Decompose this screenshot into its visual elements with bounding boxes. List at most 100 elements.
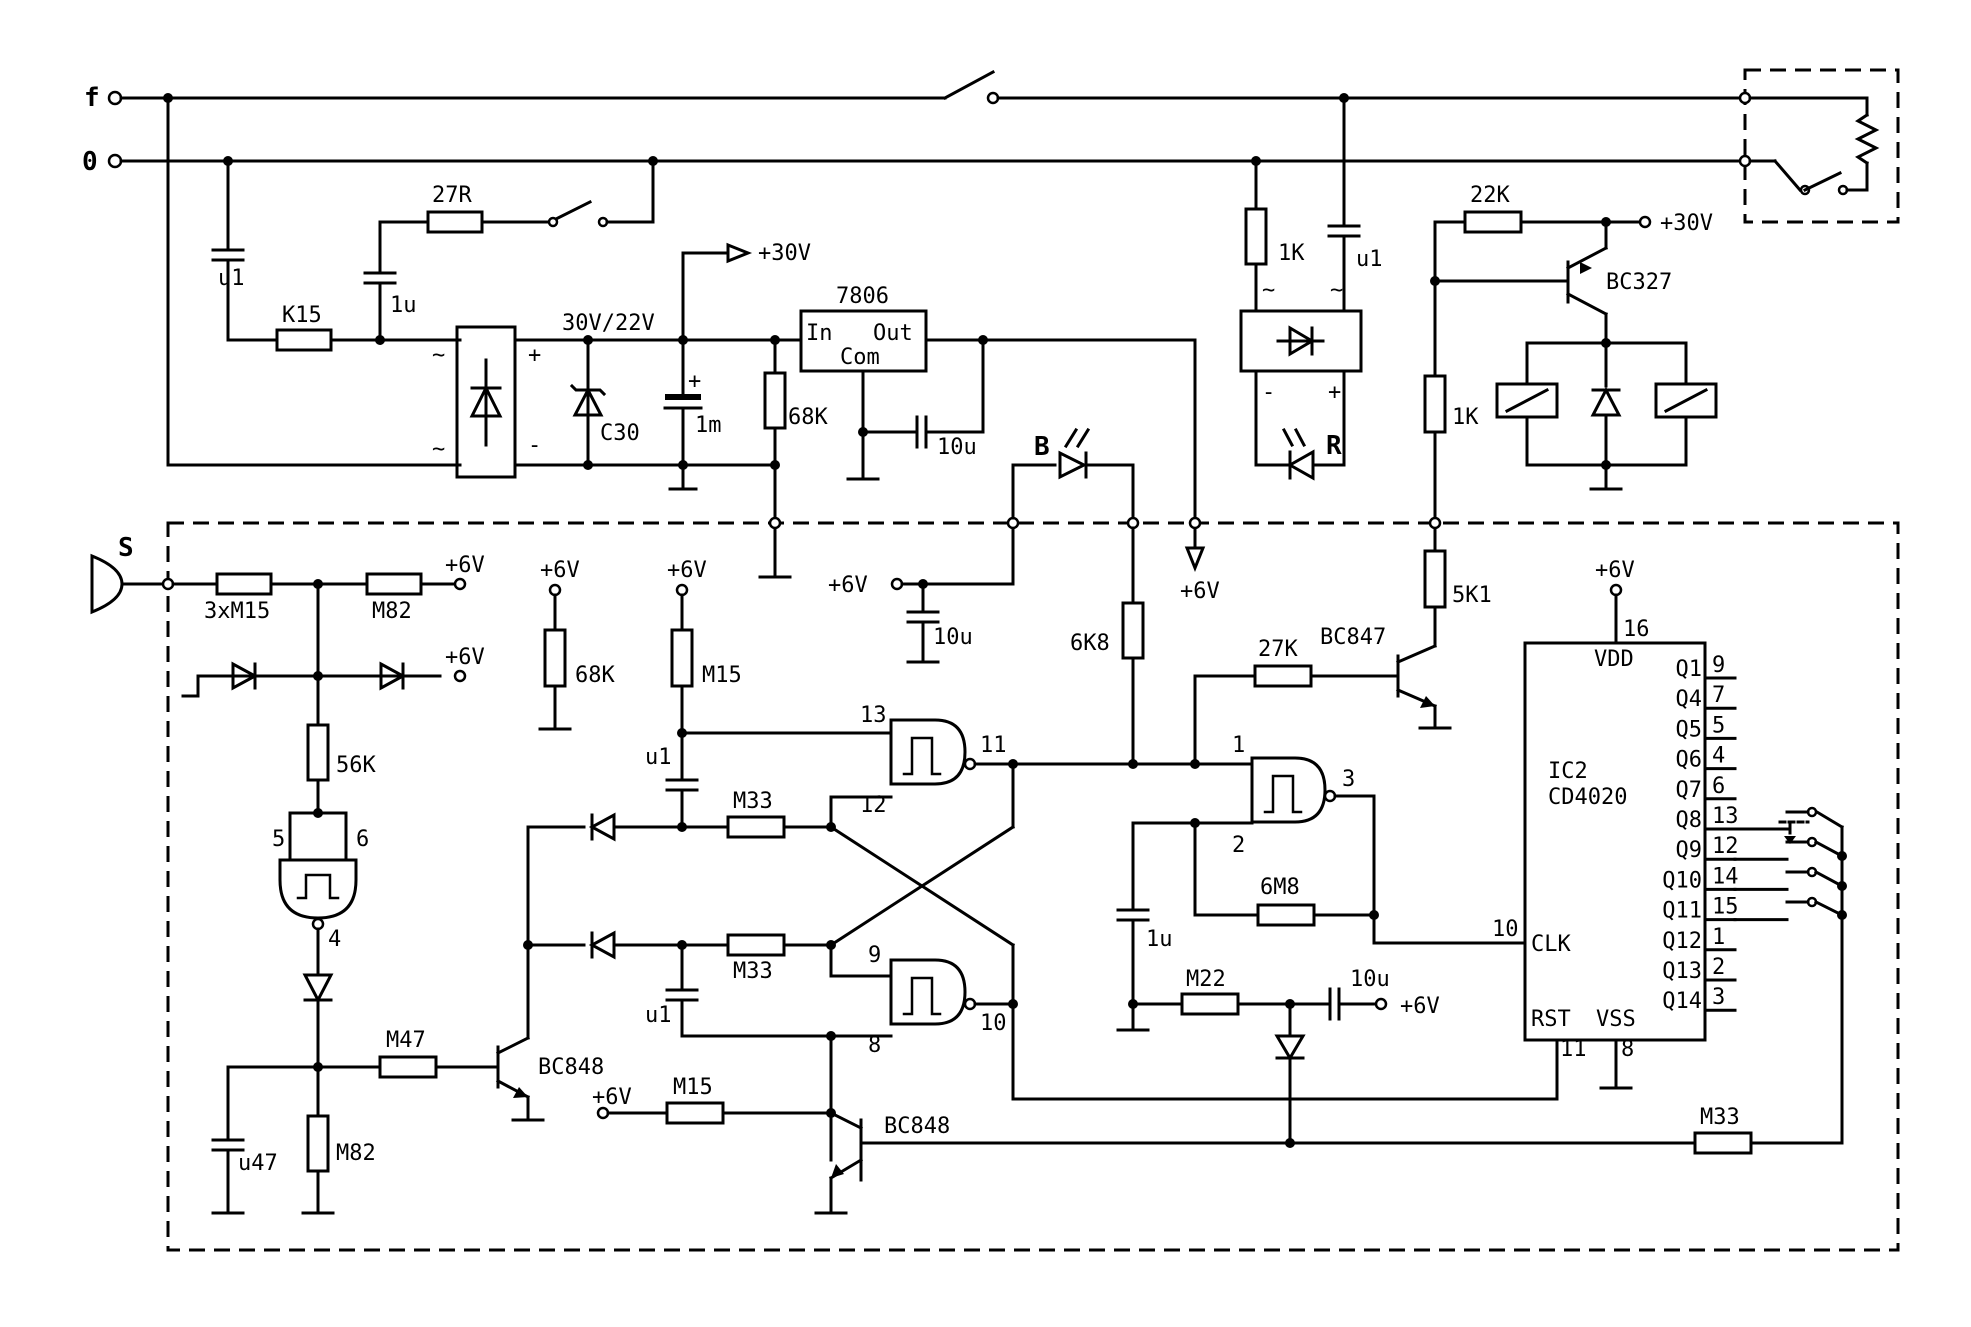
label-led-r: R <box>1326 431 1342 461</box>
label-ic-name2: CD4020 <box>1548 785 1627 810</box>
ic-output-pin: 6 <box>1712 774 1725 799</box>
label-zener-c30: C30 <box>600 421 640 446</box>
label-c-10u-mid: 10u <box>933 625 973 650</box>
label-c-u1-mains: u1 <box>1356 247 1383 272</box>
ic-output-pin: 1 <box>1712 925 1725 950</box>
nand-gate-lower <box>889 943 1559 1101</box>
label-r-1k-mains: 1K <box>1278 241 1305 266</box>
selector-switches <box>1778 806 1847 920</box>
label-plus30v-b: +30V <box>1660 211 1713 236</box>
terminal-zero: 0 <box>82 147 98 177</box>
label-r-m47: M47 <box>386 1028 426 1053</box>
label-ic-rst-pin: 11 <box>1560 1037 1587 1062</box>
label-r-m33-b: M33 <box>733 959 773 984</box>
label-ic-vdd: VDD <box>1594 647 1634 672</box>
label-bridge-plus: + <box>528 343 541 368</box>
label-r-6k8: 6K8 <box>1070 631 1110 656</box>
label-ac-tilde-2: ~ <box>432 437 445 462</box>
label-reg-in: In <box>806 321 833 346</box>
label-r-m82-low: M82 <box>336 1141 376 1166</box>
label-r-3xm15: 3xM15 <box>204 599 270 624</box>
label-rect-minus: - <box>1262 380 1275 405</box>
label-r-22k: 22K <box>1470 183 1510 208</box>
label-t-bc847: BC847 <box>1320 625 1386 650</box>
label-r-68k-top: 68K <box>788 405 828 430</box>
label-tilde-b: ~ <box>1330 278 1343 303</box>
label-r-27k: 27K <box>1258 637 1298 662</box>
ic-output-pin: 9 <box>1712 653 1725 678</box>
sensor-input <box>90 553 545 1215</box>
label-pin3: 3 <box>1342 767 1355 792</box>
label-t-bc848-a: BC848 <box>538 1055 604 1080</box>
label-plus6v-ic: +6V <box>1595 558 1635 583</box>
label-r-m15-top: M15 <box>702 663 742 688</box>
label-r-6m8: 6M8 <box>1260 875 1300 900</box>
ic-output-name: Q1 <box>1676 657 1703 682</box>
label-r-27r: 27R <box>432 183 472 208</box>
ic-output-name: Q9 <box>1676 838 1703 863</box>
label-reg-7806: 7806 <box>836 284 889 309</box>
ic-output-pin: 13 <box>1712 804 1739 829</box>
label-ic-clk-pin: 10 <box>1492 917 1519 942</box>
label-plus6v-6: +6V <box>1180 579 1220 604</box>
nand-gate-clock <box>1116 756 1527 1148</box>
label-ac-tilde-1: ~ <box>432 343 445 368</box>
ic-output-pin: 4 <box>1712 744 1725 769</box>
label-reg-out: Out <box>873 321 913 346</box>
label-pin13: 13 <box>860 703 887 728</box>
bias-network <box>523 583 1016 1162</box>
ic-output-name: Q10 <box>1662 868 1702 893</box>
ic-output-name: Q13 <box>1662 959 1702 984</box>
label-rect-plus: + <box>1328 380 1341 405</box>
label-pin1: 1 <box>1232 733 1245 758</box>
status-led-b <box>890 427 1145 769</box>
label-plus6v-4: +6V <box>667 558 707 583</box>
label-pin11: 11 <box>980 733 1007 758</box>
ic-output-name: Q8 <box>1676 808 1703 833</box>
label-reg-com: Com <box>840 345 880 370</box>
label-r-68k-mid: 68K <box>575 663 615 688</box>
label-ic-vss-pin: 8 <box>1621 1037 1634 1062</box>
label-tilde-a: ~ <box>1262 278 1275 303</box>
label-r-m33-low: M33 <box>1700 1105 1740 1130</box>
label-r-m22: M22 <box>1186 967 1226 992</box>
label-led-b: B <box>1034 432 1050 462</box>
control-board-outline <box>166 521 1900 1252</box>
label-pin5: 5 <box>272 827 285 852</box>
ic-output-name: Q6 <box>1676 748 1703 773</box>
label-t-bc848-b: BC848 <box>884 1114 950 1139</box>
label-c-1u-top: 1u <box>390 293 417 318</box>
transistor-bc848-b <box>596 825 1844 1215</box>
ic-output-pin: 7 <box>1712 683 1725 708</box>
ic-output-pin: 2 <box>1712 955 1725 980</box>
label-r-56k: 56K <box>336 753 376 778</box>
label-plus30v-a: +30V <box>758 241 811 266</box>
label-t-bc327: BC327 <box>1606 270 1672 295</box>
label-c-u1-b: u1 <box>645 1003 672 1028</box>
ic-output-name: Q14 <box>1662 989 1702 1014</box>
label-c-1m: 1m <box>695 413 722 438</box>
power-supply <box>163 93 1206 579</box>
label-bridge-minus: - <box>528 433 541 458</box>
ic-output-name: Q11 <box>1662 899 1702 924</box>
mains-indicator <box>1239 93 1363 481</box>
label-pin12: 12 <box>860 793 887 818</box>
label-r-1k-relay: 1K <box>1452 405 1479 430</box>
label-ic-rst: RST <box>1531 1007 1571 1032</box>
label-plus6v-8: +6V <box>592 1085 632 1110</box>
ic-output-name: Q5 <box>1676 717 1703 742</box>
ic-output-pin: 15 <box>1712 895 1739 920</box>
label-r-k15: K15 <box>282 303 322 328</box>
label-pin9: 9 <box>868 943 881 968</box>
label-ic-vss: VSS <box>1596 1007 1636 1032</box>
label-c-10u-reg: 10u <box>937 435 977 460</box>
label-c-u47: u47 <box>238 1151 278 1176</box>
ic-output-name: Q12 <box>1662 929 1702 954</box>
label-plus6v-1: +6V <box>445 553 485 578</box>
label-pin4: 4 <box>328 927 341 952</box>
label-pin6: 6 <box>356 827 369 852</box>
ic-cd4020 <box>1523 583 1707 1090</box>
load-outline <box>1743 68 1900 224</box>
